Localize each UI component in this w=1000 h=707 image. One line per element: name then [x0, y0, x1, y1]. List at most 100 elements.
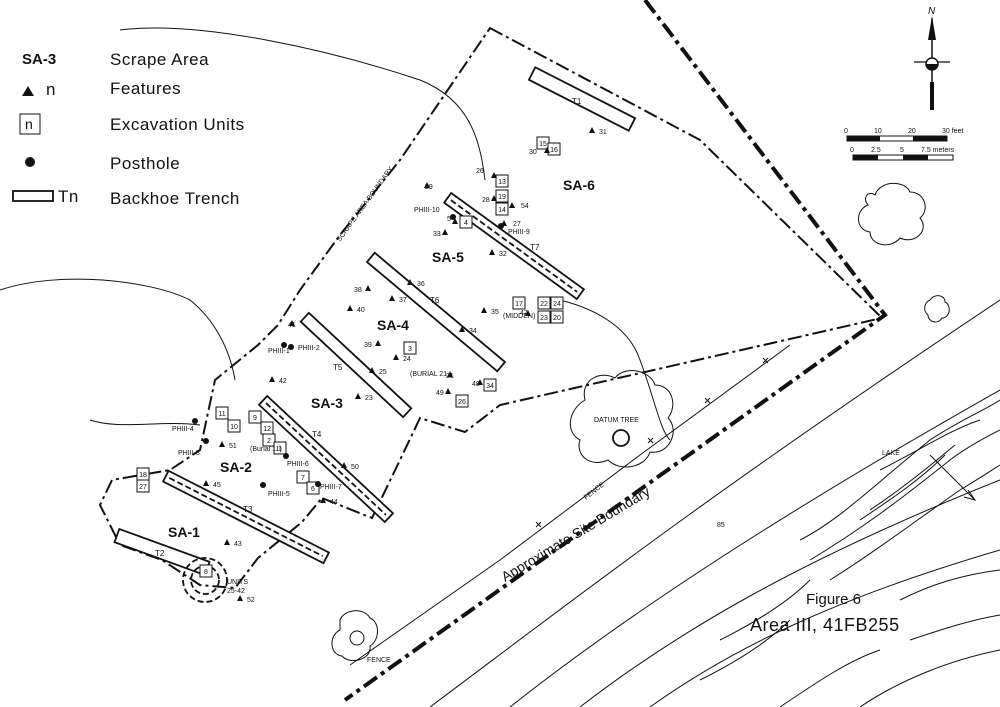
north-arrow: N	[914, 6, 950, 110]
scale-feet-0: 0	[844, 128, 848, 135]
datum-tree-canopy	[570, 370, 674, 468]
feature-number: 47	[520, 310, 528, 317]
feature-marker: 26	[476, 168, 497, 178]
unit-number: 27	[139, 484, 147, 491]
scale-meters-0: 0	[850, 147, 854, 154]
feature-marker: 42	[269, 376, 287, 385]
feature-number: 48	[472, 381, 480, 388]
feature-number: 40	[357, 307, 365, 314]
fence-label-1: FENCE	[583, 481, 606, 501]
label-sa-3: SA-3	[311, 395, 343, 411]
legend-scrape-symbol: SA-3	[22, 51, 56, 68]
posthole-marker: PHIII-9	[498, 223, 530, 236]
scale-feet-30: 30 feet	[942, 128, 963, 135]
feature-marker: 5	[447, 216, 458, 224]
fence-line	[349, 344, 791, 666]
posthole-marker: PHIII-3	[178, 438, 209, 457]
excavation-unit: 10	[227, 419, 241, 433]
feature-marker: 31	[589, 127, 607, 136]
tree-small	[924, 295, 950, 323]
feature-number: 34	[469, 328, 477, 335]
feature-marker: 36	[407, 279, 425, 288]
unit-number: 13	[498, 179, 506, 186]
legend-unit-symbol: n	[25, 116, 33, 132]
scrape-boundary-label: SCRAPE AREA BOUNDARY	[336, 166, 395, 244]
posthole-label: PHIII-4	[172, 426, 194, 433]
feature-marker: 40	[347, 305, 365, 314]
label-sa-6: SA-6	[563, 177, 595, 193]
posthole-label: PHIII-6	[287, 461, 309, 468]
scale-meters-2-5: 2.5	[871, 147, 881, 154]
feature-marker: 28	[482, 195, 497, 204]
datum-tree-label: DATUM TREE	[594, 417, 639, 424]
excavation-unit: 7	[296, 470, 310, 484]
feature-number: 27	[513, 221, 521, 228]
unit-number: 15	[539, 141, 547, 148]
feature-marker: 52	[237, 595, 255, 604]
lake-shore	[699, 399, 1000, 681]
excavation-unit: 27	[136, 479, 150, 493]
posthole-label: PHIII-9	[508, 229, 530, 236]
posthole-marker: PHIII-10	[414, 207, 456, 220]
unit-number: 9	[253, 415, 257, 422]
unit-number: 20	[553, 315, 561, 322]
unit-number: 16	[550, 147, 558, 154]
units-label: UNITS	[227, 579, 248, 586]
posthole-label: PHIII-10	[414, 207, 440, 214]
trench-t4	[257, 394, 395, 524]
label-t1: T1	[572, 97, 582, 106]
posthole-marker: PHIII-5	[260, 482, 290, 498]
excavation-unit: 11	[215, 406, 229, 420]
excavation-unit: 2	[262, 433, 276, 447]
feature-marker: 54	[509, 202, 529, 210]
trench-labels: T1 T2 T3 T4 T5 T6 T7	[155, 97, 582, 558]
feature-number: 38	[354, 287, 362, 294]
unit-number: 8	[204, 569, 208, 576]
unit-number: 7	[301, 475, 305, 482]
scale-meters-5: 5	[900, 147, 904, 154]
legend-trench-symbol: Tn	[58, 187, 79, 206]
figure-number: Figure 6	[806, 591, 861, 608]
burial-11-label: (Burial 11)	[250, 446, 282, 453]
label-sa-1: SA-1	[168, 524, 200, 540]
scale-feet-10: 10	[874, 128, 882, 135]
legend: SA-3 Scrape Area n Features n Excavation…	[12, 50, 244, 208]
unit-number: 22	[540, 301, 548, 308]
site-boundary-line	[343, 0, 888, 702]
fence-x-marks	[535, 357, 769, 528]
excavation-unit: 13	[495, 174, 509, 188]
feature-marker: 45	[203, 480, 221, 489]
unit-number: 23	[540, 315, 548, 322]
unit-number: 12	[263, 426, 271, 433]
trench-t5	[299, 311, 413, 419]
feature-marker: 24	[393, 354, 411, 363]
units-ring-outer	[182, 557, 228, 603]
contour-85-label: 85	[717, 522, 725, 529]
label-t4: T4	[312, 430, 322, 439]
feature-marker: 37	[389, 295, 407, 304]
contour-lines	[0, 27, 1000, 707]
feature-number: 50	[351, 464, 359, 471]
excavation-unit: 34	[483, 378, 497, 392]
figure-title: Area III, 41FB255	[750, 615, 900, 635]
feature-marker: 35	[481, 307, 499, 316]
unit-number: 11	[218, 411, 225, 418]
label-t2: T2	[155, 549, 165, 558]
unit-number: 10	[230, 424, 238, 431]
excavation-unit: 20	[550, 310, 564, 324]
label-sa-4: SA-4	[377, 317, 409, 333]
scrape-area-labels: SA-6 SA-5 SA-4 SA-3 SA-2 SA-1	[168, 177, 595, 540]
posthole-marker: PHIII-6	[283, 453, 309, 468]
north-label: N	[928, 6, 936, 17]
posthole-label: PHIII-5	[268, 491, 290, 498]
excavation-unit: 14	[495, 202, 509, 216]
excavation-unit: 4	[459, 215, 473, 229]
feature-number: 29	[425, 184, 433, 191]
trenches	[113, 66, 637, 577]
excavation-unit: 22	[537, 296, 551, 310]
unit-number: 18	[139, 472, 147, 479]
unit-number: 19	[498, 194, 506, 201]
posthole-marker: PHIII-2	[281, 342, 320, 352]
